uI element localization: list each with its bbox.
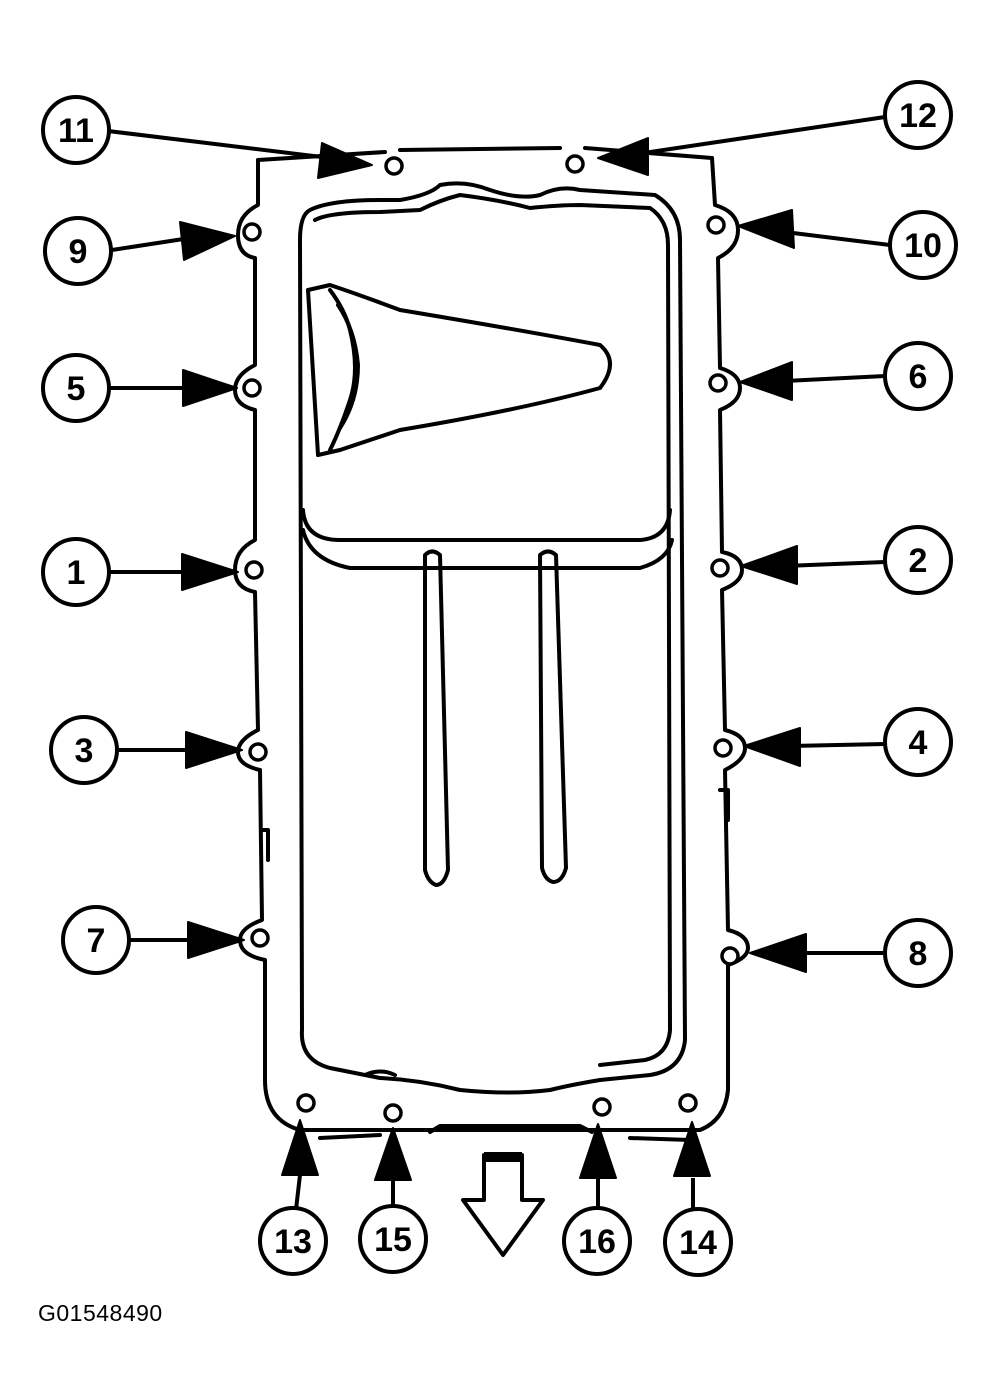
arrowhead-12 (597, 137, 649, 176)
bolt-hole-15 (383, 1103, 403, 1123)
callout-label-14: 14 (679, 1224, 717, 1262)
callout-circle-12 (883, 80, 953, 150)
leader-6 (784, 374, 886, 383)
figure-code: G01548490 (38, 1300, 163, 1326)
arrowhead-14 (673, 1121, 711, 1177)
arrowhead-4 (743, 727, 801, 767)
callout-circle-6 (883, 341, 953, 411)
callout-circle-13 (258, 1206, 328, 1276)
callout-circle-9 (43, 216, 113, 286)
bolt-hole-11 (384, 156, 404, 176)
bolt-hole-13 (296, 1093, 316, 1113)
callout-circle-1 (41, 537, 111, 607)
bolt-hole-6 (708, 373, 728, 393)
callout-label-10: 10 (904, 227, 942, 265)
callout-circle-16 (562, 1206, 632, 1276)
bottom-boss (363, 1069, 397, 1077)
arrowhead-7 (187, 921, 245, 959)
arrowhead-9 (179, 221, 236, 261)
flange-bottom-detail-3 (628, 1136, 692, 1142)
flange-bottom-detail-2 (428, 1124, 594, 1134)
callout-label-8: 8 (909, 935, 928, 973)
bolt-hole-2 (710, 558, 730, 578)
callout-label-12: 12 (899, 97, 937, 135)
callout-circle-8 (883, 918, 953, 988)
leader-12 (629, 115, 886, 157)
pan-deep-section-bottom (301, 508, 672, 542)
callout-circle-3 (49, 715, 119, 785)
callout-label-1: 1 (67, 554, 86, 592)
callout-label-13: 13 (274, 1223, 312, 1261)
callout-circle-10 (888, 210, 958, 280)
leader-2 (784, 560, 886, 568)
callout-circle-7 (61, 905, 131, 975)
bolt-hole-1 (244, 560, 264, 580)
front-arrow-cap (484, 1152, 522, 1162)
callout-circle-11 (41, 95, 111, 165)
arrowhead-2 (740, 545, 798, 585)
bolt-hole-9 (242, 222, 262, 242)
callout-circle-15 (358, 1204, 428, 1274)
side-tab-left (260, 828, 270, 862)
leader-10 (784, 230, 891, 247)
arrowhead-3 (185, 731, 243, 769)
front-direction-arrow-icon (461, 1153, 545, 1257)
rib-right (538, 549, 568, 884)
callout-circle-5 (41, 353, 111, 423)
arrowhead-5 (182, 369, 238, 407)
bolt-hole-8 (720, 946, 740, 966)
callout-label-16: 16 (578, 1223, 616, 1261)
oil-pickup-curve (336, 303, 360, 430)
bolt-hole-16 (592, 1097, 612, 1117)
leader-11 (107, 129, 331, 160)
bolt-hole-14 (678, 1093, 698, 1113)
callout-circle-2 (883, 525, 953, 595)
rib-left (423, 549, 450, 887)
flange-bottom-detail-1 (318, 1133, 382, 1140)
pan-inner-lip (313, 193, 672, 1067)
arrowhead-10 (737, 209, 795, 249)
arrowhead-6 (739, 361, 793, 401)
arrowhead-8 (749, 933, 807, 973)
pan-step-line (301, 528, 674, 570)
callout-label-6: 6 (909, 358, 928, 396)
arrowhead-16 (579, 1123, 617, 1179)
bolt-hole-12 (565, 154, 585, 174)
callout-circle-4 (883, 707, 953, 777)
leader-9 (111, 236, 191, 252)
bolt-hole-4 (713, 738, 733, 758)
callout-label-5: 5 (67, 370, 86, 408)
oil-pickup-outline (306, 283, 612, 457)
leader-4 (789, 742, 886, 748)
bolt-hole-7 (250, 928, 270, 948)
callout-label-9: 9 (69, 233, 88, 271)
callout-label-11: 11 (58, 112, 94, 150)
callout-label-3: 3 (75, 732, 94, 770)
callout-label-15: 15 (374, 1221, 412, 1259)
callout-label-2: 2 (909, 542, 928, 580)
arrowhead-13 (281, 1119, 319, 1176)
bolt-hole-5 (242, 378, 262, 398)
arrowhead-15 (374, 1127, 412, 1181)
callout-circle-14 (663, 1207, 733, 1277)
bolt-hole-10 (706, 215, 726, 235)
bolt-hole-3 (248, 742, 268, 762)
callout-label-4: 4 (909, 724, 928, 762)
pan-inner-outline (298, 181, 687, 1095)
side-tab-right (718, 788, 730, 822)
arrowhead-11 (317, 142, 373, 179)
arrowhead-1 (181, 553, 239, 591)
callout-label-7: 7 (87, 922, 106, 960)
